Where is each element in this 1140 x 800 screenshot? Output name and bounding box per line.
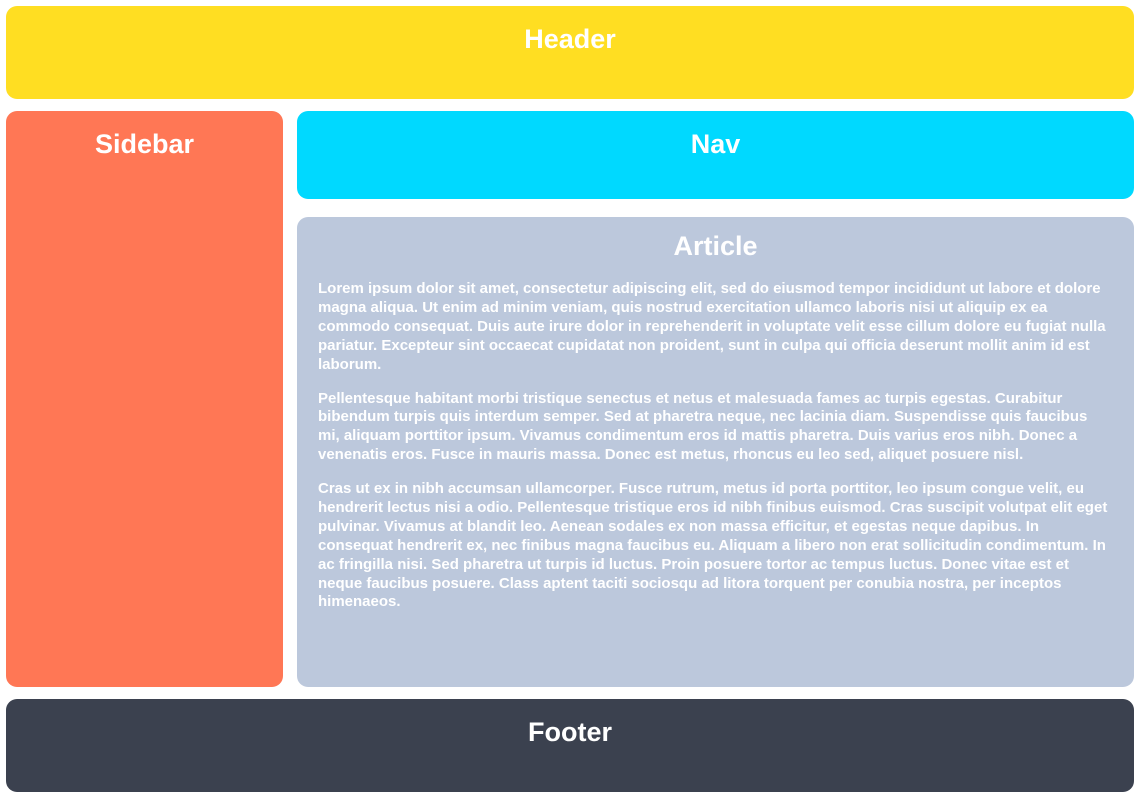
- footer-title: Footer: [528, 717, 612, 747]
- article-paragraph: Cras ut ex in nibh accumsan ullamcorper.…: [318, 480, 1108, 611]
- middle-row: Sidebar Nav Article Lorem ipsum dolor si…: [6, 111, 1134, 687]
- header-title: Header: [524, 24, 616, 54]
- sidebar-title: Sidebar: [94, 129, 195, 159]
- footer-region: Footer: [6, 699, 1134, 792]
- sidebar-region: Sidebar: [6, 111, 283, 687]
- article-region: Article Lorem ipsum dolor sit amet, cons…: [297, 217, 1134, 687]
- article-paragraph: Lorem ipsum dolor sit amet, consectetur …: [318, 280, 1106, 373]
- nav-title: Nav: [690, 129, 741, 159]
- article-title: Article: [673, 231, 758, 261]
- content-column: Nav Article Lorem ipsum dolor sit amet, …: [297, 111, 1134, 687]
- header-region: Header: [6, 6, 1134, 99]
- nav-region: Nav: [297, 111, 1134, 199]
- article-paragraph: Pellentesque habitant morbi tristique se…: [318, 389, 1088, 464]
